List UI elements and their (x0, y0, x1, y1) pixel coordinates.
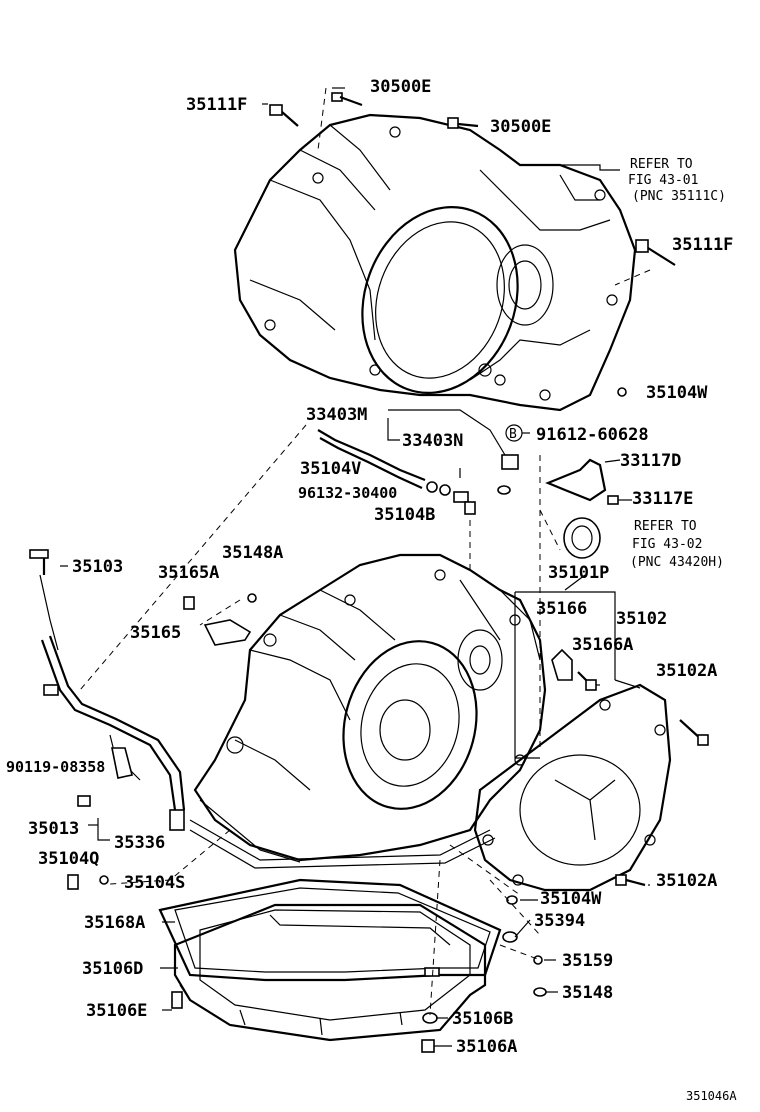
figure-id: 351046A (686, 1089, 737, 1103)
circled-b-letter: B (509, 427, 517, 442)
pan-gasket (158, 878, 502, 982)
breather-hose (317, 429, 476, 515)
label-35168A: 35168A (84, 913, 145, 933)
label-35166: 35166 (536, 599, 587, 619)
label-33403M: 33403M (306, 405, 367, 425)
bolt-30500E-b (447, 117, 479, 129)
bolt-35104Q (67, 874, 79, 890)
bolt-33117E (607, 495, 632, 505)
bolt-90119-08358 (77, 795, 91, 807)
label-35104Q: 35104Q (38, 849, 99, 869)
label-35111F-a: 35111F (186, 95, 247, 115)
label-35394: 35394 (534, 911, 585, 931)
plug-35148A (247, 593, 257, 603)
gasket-35148 (533, 987, 547, 997)
magnet-35159 (533, 955, 543, 965)
label-35106A: 35106A (456, 1037, 517, 1057)
label-35148A: 35148A (222, 543, 283, 563)
transaxle-case (193, 553, 547, 863)
bolt-35106E (171, 991, 183, 1009)
label-33117D: 33117D (620, 451, 681, 471)
dipstick-tube (40, 635, 186, 831)
label-35102A-a: 35102A (656, 661, 717, 681)
bolt-30500E-a (331, 92, 363, 107)
bracket-35165 (203, 619, 252, 646)
bolt-35165A (183, 596, 195, 610)
label-35104V: 35104V (300, 459, 361, 479)
label-35159: 35159 (562, 951, 613, 971)
ref-note-2-line1: REFER TO (634, 519, 697, 534)
label-35106E: 35106E (86, 1001, 147, 1021)
label-35102: 35102 (616, 609, 667, 629)
bracket-33117D (545, 458, 607, 502)
label-35165A: 35165A (158, 563, 219, 583)
label-91612-60628: 91612-60628 (536, 425, 649, 445)
drain-plug-35106A (421, 1039, 435, 1053)
ref-note-1-line2: FIG 43-01 (628, 173, 698, 188)
label-35106B: 35106B (452, 1009, 513, 1029)
label-30500E-b: 30500E (490, 117, 551, 137)
oil-seal (563, 517, 601, 559)
label-35106D: 35106D (82, 959, 143, 979)
label-35101P: 35101P (548, 563, 609, 583)
bolt-35102A-a (679, 719, 709, 746)
label-35104W-a: 35104W (646, 383, 708, 403)
label-35103: 35103 (72, 557, 123, 577)
label-35148: 35148 (562, 983, 613, 1003)
transaxle-housing (233, 113, 637, 412)
bolt-35166A (577, 671, 597, 691)
label-96132-30400: 96132-30400 (298, 484, 397, 502)
ref-note-1-line3: (PNC 35111C) (632, 189, 726, 204)
ref-note-2-line2: FIG 43-02 (632, 537, 702, 552)
breather-plug-33403N (497, 454, 519, 495)
plug-35394 (502, 931, 518, 943)
label-35165: 35165 (130, 623, 181, 643)
oil-pan (173, 903, 487, 1042)
label-30500E-a: 30500E (370, 77, 431, 97)
ref-note-2-line3: (PNC 43420H) (630, 555, 724, 570)
label-35166A: 35166A (572, 635, 633, 655)
plug-35104W-a (617, 387, 627, 397)
side-cover (473, 683, 672, 892)
ref-note-1-line1: REFER TO (630, 157, 693, 172)
label-35104S: 35104S (124, 873, 185, 893)
label-33403N: 33403N (402, 431, 463, 451)
label-33117E: 33117E (632, 489, 693, 509)
dipstick (29, 549, 59, 651)
label-35102A-b: 35102A (656, 871, 717, 891)
plug-35104W-b (506, 895, 518, 905)
bolt-35111F-b (635, 239, 676, 266)
bolt-35111F-a (269, 104, 299, 127)
label-35013: 35013 (28, 819, 79, 839)
bracket-35166 (551, 648, 573, 681)
label-90119-08358: 90119-08358 (6, 758, 105, 776)
label-35336: 35336 (114, 833, 165, 853)
bolt-35102A-b (615, 874, 646, 887)
label-35111F-b: 35111F (672, 235, 733, 255)
label-35104B: 35104B (374, 505, 435, 525)
plug-35104S (99, 875, 109, 885)
label-35104W-b: 35104W (540, 889, 602, 909)
